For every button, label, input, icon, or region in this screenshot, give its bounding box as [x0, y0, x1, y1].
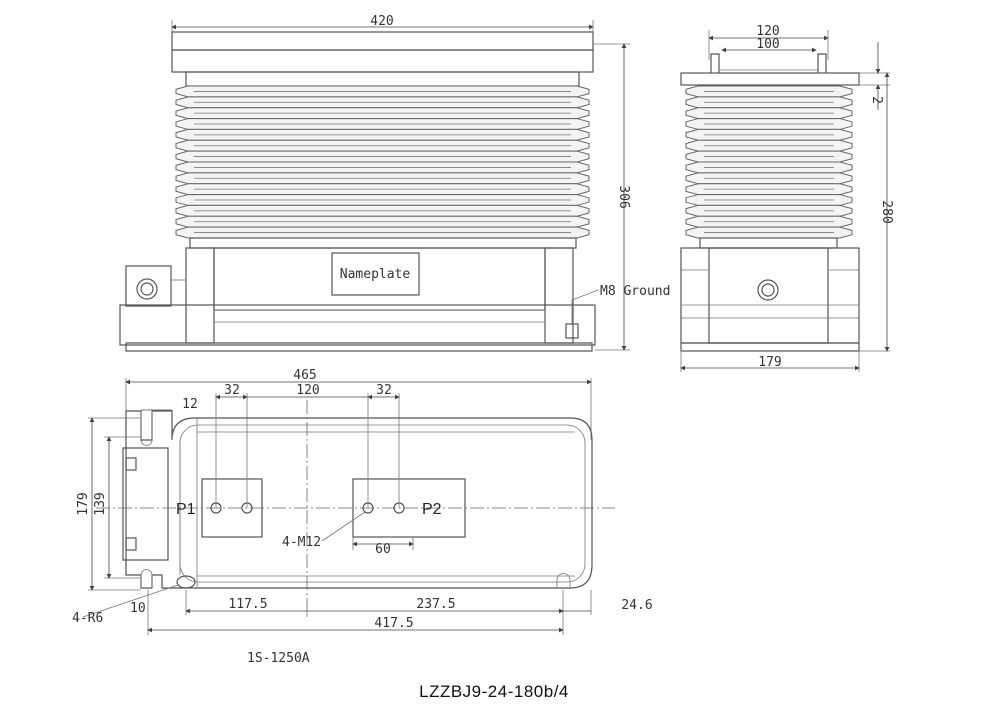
- dim-179: 179: [76, 492, 91, 515]
- bolt-label: 4-M12: [282, 535, 321, 550]
- dim-120: 120: [296, 383, 319, 398]
- length-dim: 465: [293, 368, 316, 383]
- front-height-dim: 306: [616, 185, 631, 208]
- dim-10: 10: [130, 601, 146, 616]
- side-top-dim-outer: 120: [756, 24, 779, 39]
- dim-417-5: 417.5: [374, 616, 413, 631]
- dim-117-5: 117.5: [228, 597, 267, 612]
- dim-139: 139: [93, 492, 108, 515]
- ground-label: M8 Ground: [600, 284, 670, 299]
- nameplate-label: Nameplate: [340, 267, 411, 282]
- side-gap-dim: 2: [869, 96, 884, 104]
- current-rating: 1S-1250A: [247, 651, 310, 666]
- model-title: LZZBJ9-24-180b/4: [419, 682, 569, 701]
- side-height-dim: 280: [879, 200, 894, 223]
- front-view: 420 M8 Ground Nameplate 306: [119, 14, 670, 352]
- front-width-dim: 420: [370, 14, 393, 29]
- terminal-p1: P1: [176, 501, 196, 518]
- front-fins: [175, 85, 590, 239]
- side-fins: [685, 85, 853, 239]
- terminal-p2: P2: [422, 501, 442, 518]
- side-view: 120 100 2 280 179: [680, 24, 894, 372]
- dim-r6: 4-R6: [72, 611, 103, 626]
- bottom-view: 465 P1 P2 32 1: [72, 368, 653, 666]
- dim-60: 60: [375, 542, 391, 557]
- dim-32-left: 32: [224, 383, 240, 398]
- dim-32-right: 32: [376, 383, 392, 398]
- side-base-dim: 179: [758, 355, 781, 370]
- dim-12: 12: [182, 397, 198, 412]
- dim-24-6: 24.6: [621, 598, 652, 613]
- side-top-dim-inner: 100: [756, 37, 779, 52]
- dim-237-5: 237.5: [416, 597, 455, 612]
